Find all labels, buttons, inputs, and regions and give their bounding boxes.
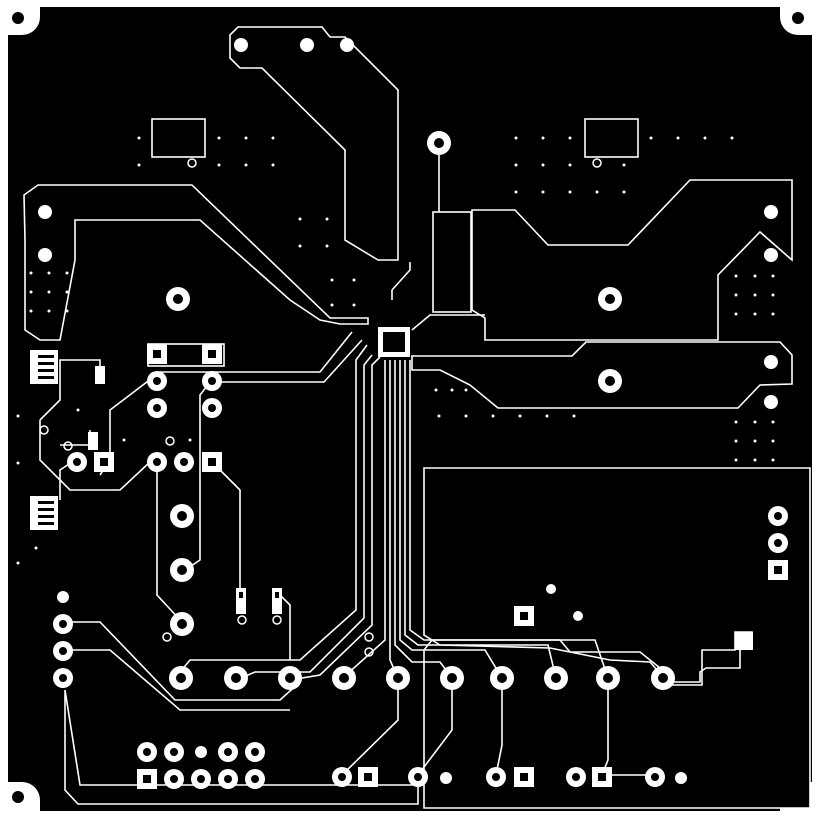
bottom-left-pour <box>64 689 419 805</box>
left-pour <box>23 184 369 341</box>
round-pads <box>38 38 778 784</box>
top-left-component <box>151 118 206 158</box>
right-upper-pour <box>471 179 793 341</box>
top-right-component <box>584 118 639 158</box>
copper-pours <box>23 26 811 809</box>
ic-footprint <box>378 327 410 357</box>
vias <box>16 136 775 565</box>
through-hole-pads <box>53 131 788 789</box>
bottom-right-pour <box>423 467 811 809</box>
ic-pad-area <box>432 211 472 313</box>
small-ring-vias <box>39 158 602 657</box>
traces <box>39 150 655 776</box>
square-pads <box>94 344 788 789</box>
top-center-pour <box>229 26 399 261</box>
